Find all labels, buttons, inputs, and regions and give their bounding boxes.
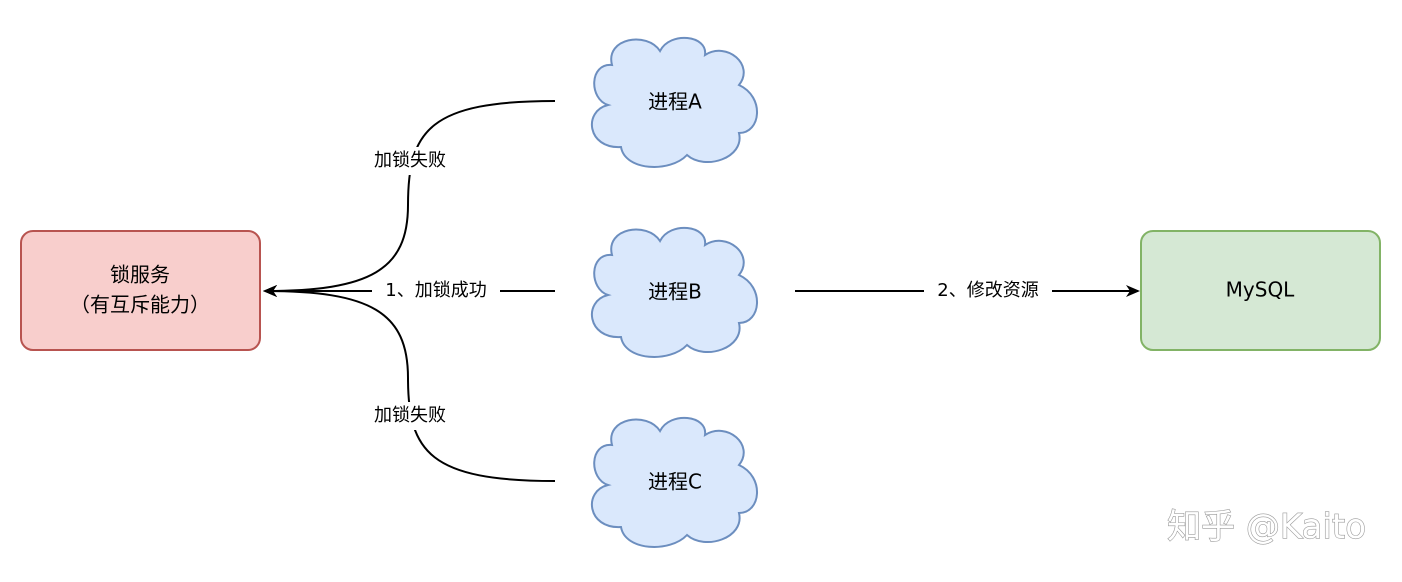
edge-label-a-fail: 加锁失败 <box>374 150 446 171</box>
process-b-label: 进程B <box>648 280 702 304</box>
watermark: 知乎 @Kaito <box>1167 507 1366 547</box>
edges <box>263 100 1140 482</box>
process-a-node: 进程A <box>590 36 759 168</box>
process-a-label: 进程A <box>648 90 702 114</box>
mysql-node: MySQL <box>1140 230 1381 351</box>
process-b-node: 进程B <box>590 226 759 358</box>
edge-label-bg <box>372 277 500 305</box>
edge-process-c-to-lock <box>263 285 556 482</box>
edge-label-c-fail: 加锁失败 <box>374 405 446 426</box>
mysql-box <box>1140 230 1381 351</box>
edge-label-b-modify: 2、修改资源 <box>937 280 1038 301</box>
edge-labels: 加锁失败 1、加锁成功 加锁失败 2、修改资源 <box>362 147 1052 430</box>
mysql-label: MySQL <box>1226 278 1296 302</box>
edge-label-b-success: 1、加锁成功 <box>385 280 486 301</box>
lock-service-box <box>20 230 261 351</box>
lock-service-subtitle: （有互斥能力） <box>70 293 210 317</box>
edge-label-bg <box>362 147 458 175</box>
lock-service-node: 锁服务 （有互斥能力） <box>20 230 261 351</box>
edge-label-bg <box>924 277 1052 305</box>
edge-label-bg <box>362 402 458 430</box>
edge-process-a-to-lock <box>263 100 556 297</box>
lock-service-title: 锁服务 <box>110 263 170 287</box>
process-c-label: 进程C <box>648 470 702 494</box>
process-c-node: 进程C <box>590 416 759 548</box>
